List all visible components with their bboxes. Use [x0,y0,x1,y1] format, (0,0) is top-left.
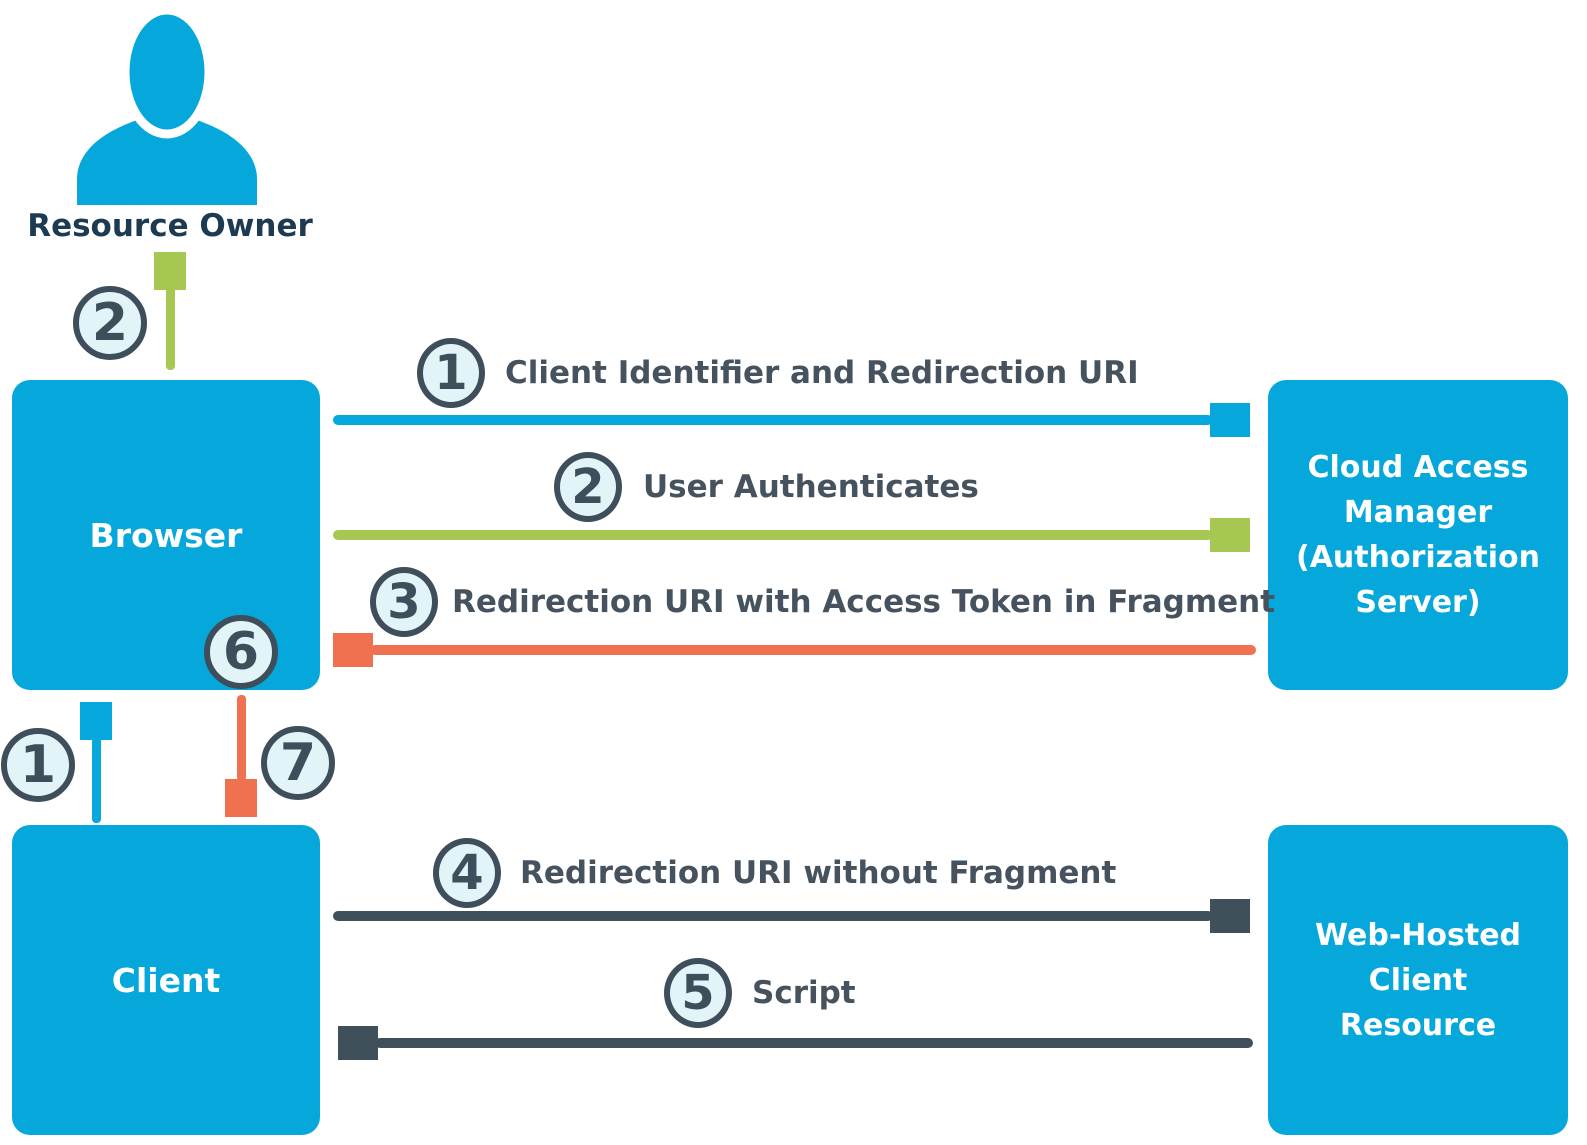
step-badge-5: 5 [664,958,732,1028]
arrow-step1-line [333,415,1213,425]
arrowhead-step3 [333,633,373,667]
step-label-3: Redirection URI with Access Token in Fra… [452,584,1276,620]
arrowhead-step4 [1210,899,1250,933]
step-label-1: Client Identifier and Redirection URI [505,355,1139,391]
authorization-server-node: Cloud Access Manager (Authorization Serv… [1268,380,1568,690]
step-badge-7: 7 [261,726,335,800]
resource-owner-person-icon [77,5,257,205]
client-node: Client [12,825,320,1135]
step-badge-4: 4 [433,838,501,908]
web-hosted-client-resource-node-label: Web-Hosted Client Resource [1314,917,1522,1043]
arrowhead-step5 [338,1026,378,1060]
arrow-browser-to-owner [166,287,175,370]
step-badge-6: 6 [204,615,278,689]
arrowhead-up-blue [80,702,112,740]
person-head [120,5,214,139]
step-badge-1-vertical: 1 [1,728,75,802]
browser-node-label: Browser [89,515,243,555]
arrowhead-step2 [1210,518,1250,552]
arrow-step5-line [375,1038,1253,1048]
arrow-step2-line [333,530,1213,540]
step-badge-2-vertical: 2 [73,286,147,360]
step-badge-3: 3 [370,567,438,637]
arrow-client-to-browser [92,737,101,823]
step-label-2: User Authenticates [643,469,979,505]
web-hosted-client-resource-node: Web-Hosted Client Resource [1268,825,1568,1135]
step-badge-2: 2 [554,452,622,522]
step-badge-1: 1 [417,338,485,408]
client-node-label: Client [111,960,221,1000]
step-label-5: Script [752,975,856,1011]
arrowhead-down-orange [225,779,257,817]
resource-owner-label: Resource Owner [27,208,313,244]
person-shoulders [77,114,257,205]
step-label-4: Redirection URI without Fragment [520,855,1117,891]
arrow-step4-line [333,911,1213,921]
arrow-step3-line [370,645,1256,655]
arrowhead-step1 [1210,403,1250,437]
authorization-server-node-label: Cloud Access Manager (Authorization Serv… [1296,450,1540,620]
arrowhead-up-green [154,252,186,290]
arrow-browser-to-client [237,695,246,781]
